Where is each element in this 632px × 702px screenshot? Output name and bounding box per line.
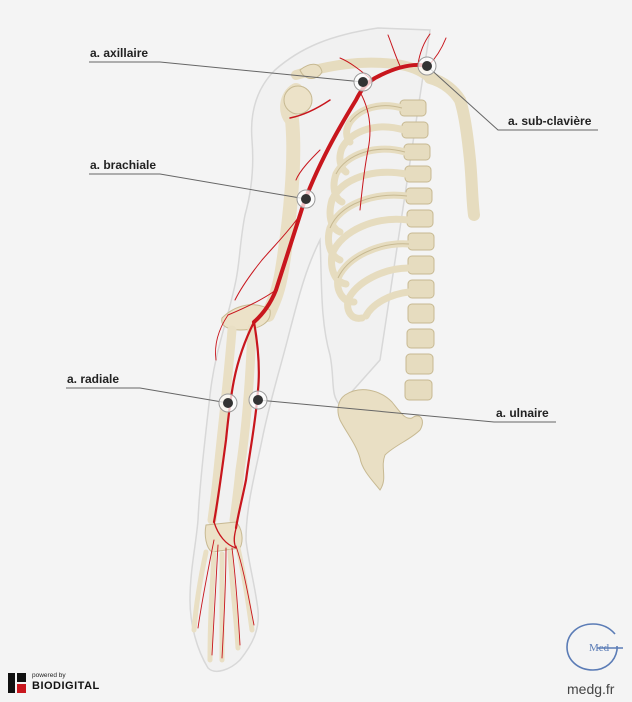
leader-lines: [66, 61, 598, 423]
medg-caption: medg.fr: [567, 681, 615, 697]
hand-bones: [191, 521, 255, 663]
marker-subclaviere: [417, 56, 437, 76]
rib-cage-outline: [329, 105, 410, 279]
marker-axillaire: [353, 72, 373, 92]
label-radiale: a. radiale: [67, 372, 120, 386]
label-ulnaire: a. ulnaire: [496, 406, 549, 420]
pelvis: [337, 389, 423, 491]
humeral-head: [283, 85, 313, 115]
marker-ulnaire: [248, 390, 268, 410]
opposite-clavicle: [424, 72, 480, 221]
body-silhouette: [189, 27, 431, 672]
medg-g-icon: [566, 623, 623, 671]
biodigital-name: BIODIGITAL: [32, 680, 100, 692]
radius-bone: [207, 325, 237, 525]
elbow: [221, 304, 271, 331]
spine: [399, 99, 435, 401]
ulna-bone: [229, 323, 257, 525]
biodigital-brand: powered by BIODIGITAL: [8, 671, 118, 695]
artery-markers: [218, 56, 437, 413]
label-axillaire: a. axillaire: [90, 46, 149, 60]
label-subclaviere: a. sub-clavière: [508, 114, 592, 128]
biodigital-logo-icon: [8, 673, 26, 693]
marker-radiale: [218, 393, 238, 413]
medg-logo: Med: [563, 622, 623, 672]
label-brachiale: a. brachiale: [90, 158, 157, 172]
artery-network: [197, 33, 447, 659]
scapula: [299, 63, 323, 79]
marker-brachiale: [296, 189, 316, 209]
powered-by-text: powered by: [32, 672, 66, 679]
medg-logo-text: Med: [589, 642, 610, 654]
